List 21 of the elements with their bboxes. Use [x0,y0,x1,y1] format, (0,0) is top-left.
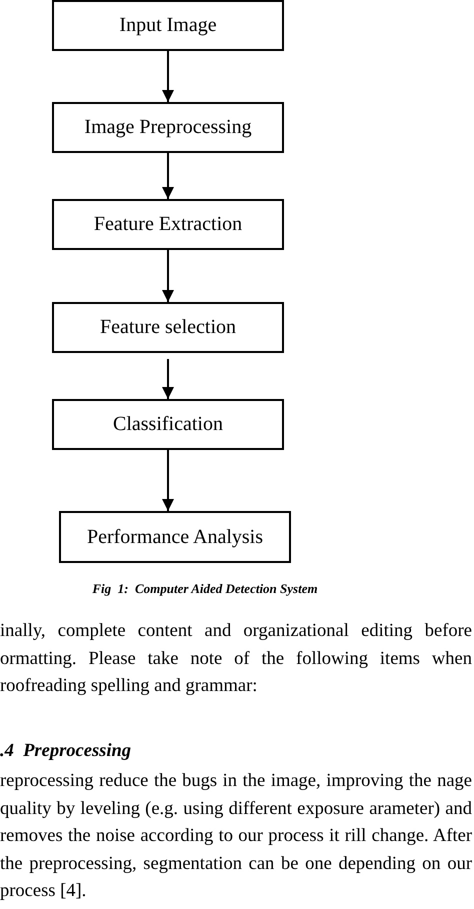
body-paragraph: reprocessing reduce the bugs in the image, improving the nage quality by leveling (e.g. using different exposure arameter) and removes the noise according to our process it rill change. After the preprocessing, segmentation can be one depending on our process [4]. [0,770,472,903]
process-box [59,511,291,563]
figure-caption: Fig 1: Computer Aided Detection System [91,580,319,598]
arrow [162,250,174,302]
box-label: Classification [113,413,223,436]
arrow [162,153,174,199]
body-paragraph: inally, complete content and organizational editing before ormatting. Please take note of the following items when roofreading spelling and grammar: [0,620,472,698]
section-heading: .4 Preprocessing [0,740,132,763]
process-box [52,102,284,153]
box-label: Performance Analysis [86,526,264,548]
process-box [52,302,284,353]
box-label: Feature Extraction [94,213,242,236]
box-label: Feature selection [100,316,236,339]
process-box [52,199,284,250]
arrow [162,51,174,102]
arrow [162,359,174,399]
process-box [52,399,284,450]
box-label: Image Preprocessing [84,116,252,139]
box-label: Input Image [119,14,217,37]
arrow [162,450,174,511]
process-box [52,0,284,51]
